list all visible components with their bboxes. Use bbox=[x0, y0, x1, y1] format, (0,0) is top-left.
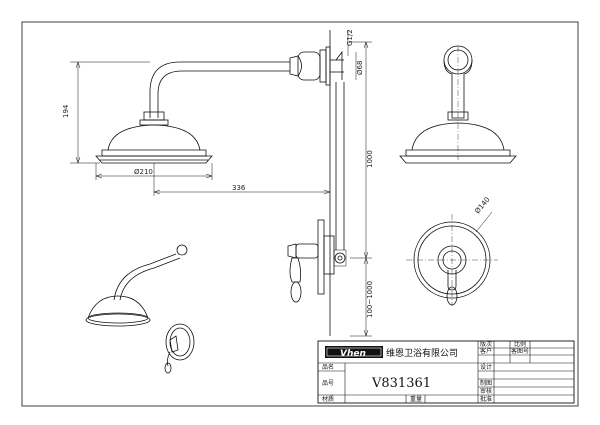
dim-140-leader bbox=[475, 211, 493, 233]
side-swivel bbox=[447, 111, 469, 121]
riser-outlet-box bbox=[333, 249, 347, 267]
valve-front-view: Ø140 bbox=[406, 196, 498, 306]
label-weight: 重量 bbox=[410, 395, 422, 403]
side-rim bbox=[399, 155, 517, 164]
arm-nut bbox=[289, 55, 302, 77]
head-swivel-top bbox=[143, 111, 165, 121]
head-band bbox=[101, 149, 207, 157]
drawing-frame bbox=[21, 21, 579, 407]
dim-range-arrows bbox=[363, 257, 369, 337]
dim-336-text: 336 bbox=[232, 184, 246, 192]
valve-lever-knob-side bbox=[290, 281, 302, 303]
label-drawing: 制图 bbox=[480, 379, 492, 387]
arm-flange bbox=[319, 49, 327, 83]
dim-g12-text: G1/2 bbox=[346, 29, 354, 46]
model-number: V831361 bbox=[371, 376, 431, 391]
title-block-frame bbox=[317, 340, 575, 404]
iso-head-dome bbox=[87, 295, 149, 319]
riser-pipe: G1/2 Ø68 1000 100~1000 bbox=[329, 29, 374, 337]
label-customer: 客户 bbox=[480, 347, 492, 355]
iso-valve-knob bbox=[164, 362, 172, 374]
dim-194-arrows bbox=[75, 61, 81, 164]
elbow-fitting bbox=[335, 50, 343, 80]
riser-outlet-inner bbox=[337, 255, 343, 261]
head-dome bbox=[107, 124, 201, 151]
valve-knob-front bbox=[446, 286, 458, 306]
isometric-view bbox=[85, 244, 195, 374]
label-ratio: 比例 bbox=[514, 340, 526, 348]
company-name: 维恩卫浴有限公司 bbox=[386, 347, 458, 359]
label-design: 设计 bbox=[480, 363, 492, 371]
valve-side-view bbox=[287, 219, 347, 303]
label-review: 审核 bbox=[480, 387, 492, 395]
side-view bbox=[399, 45, 517, 164]
dim-210-arrows bbox=[95, 173, 213, 179]
iso-head-rim bbox=[85, 313, 151, 327]
dim-range-text: 100~1000 bbox=[366, 281, 374, 318]
valve-cap-side bbox=[287, 243, 297, 259]
valve-hub-side bbox=[295, 243, 319, 259]
wall-plate bbox=[325, 46, 331, 86]
iso-arm-lower bbox=[119, 257, 181, 301]
iso-valve-hub bbox=[169, 335, 179, 353]
iso-valve-lever bbox=[166, 351, 171, 367]
head-rim bbox=[95, 155, 213, 164]
brand-logo-box bbox=[325, 346, 383, 358]
brand-logo-inner bbox=[326, 347, 382, 357]
head-swivel-ring bbox=[139, 119, 169, 126]
dim-210-text: Ø210 bbox=[134, 168, 153, 176]
iso-arm-upper bbox=[113, 253, 177, 301]
valve-plate-side bbox=[317, 219, 325, 295]
dim-1000-text: 1000 bbox=[366, 150, 374, 168]
iso-wall-flange bbox=[176, 244, 188, 256]
title-block: Vhen 维恩卫浴有限公司 品名 品号 材质 重量 V831361 版次 比例 … bbox=[317, 340, 575, 404]
label-name: 品名 bbox=[322, 363, 334, 371]
dim-140-text: Ø140 bbox=[473, 196, 491, 216]
dim-194-text: 194 bbox=[62, 104, 70, 118]
iso-valve-plate bbox=[165, 323, 195, 361]
side-dome bbox=[411, 122, 505, 151]
shower-arm-inner bbox=[157, 70, 290, 118]
valve-lever-side bbox=[289, 257, 302, 283]
brand-logo: Vhen bbox=[340, 349, 366, 359]
valve-lever-front bbox=[447, 270, 457, 291]
valve-body-side bbox=[323, 235, 335, 275]
dim-68-text: Ø68 bbox=[356, 61, 364, 75]
front-view: 194 Ø210 336 bbox=[62, 46, 344, 196]
label-material: 材质 bbox=[322, 395, 334, 403]
iso-head-face bbox=[87, 312, 149, 324]
label-approve: 批准 bbox=[480, 395, 492, 403]
riser-outlet-circle bbox=[334, 252, 346, 264]
label-part-no: 品号 bbox=[322, 380, 334, 387]
shower-arm-outer bbox=[149, 61, 290, 118]
label-version: 版次 bbox=[480, 340, 492, 348]
label-customer-no: 客图号 bbox=[511, 347, 529, 355]
